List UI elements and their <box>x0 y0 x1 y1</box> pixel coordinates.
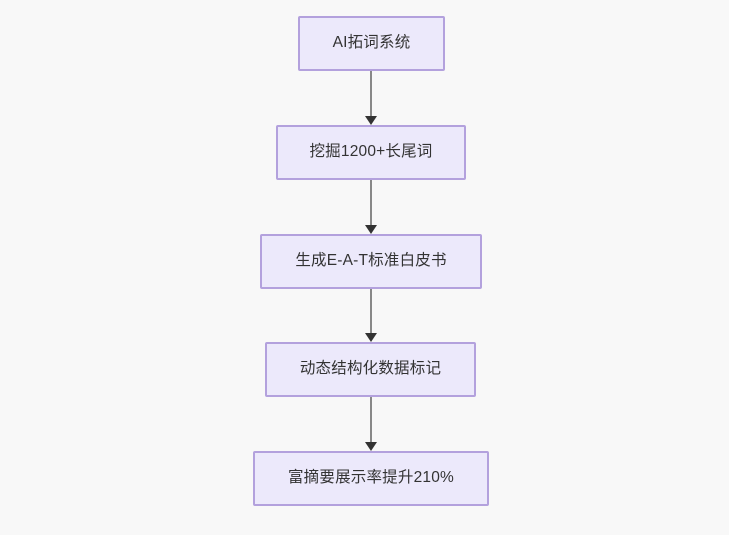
connector-shaft <box>370 397 372 443</box>
connector-shaft <box>370 289 372 334</box>
arrowhead-icon <box>365 225 377 234</box>
arrowhead-icon <box>365 116 377 125</box>
connector-node-1-to-node-2 <box>364 71 378 125</box>
arrowhead-icon <box>365 333 377 342</box>
flow-node-mine-longtail-keywords[interactable]: 挖掘1200+长尾词 <box>276 125 466 180</box>
flow-node-label: AI拓词系统 <box>332 34 411 52</box>
arrowhead-icon <box>365 442 377 451</box>
connector-node-4-to-node-5 <box>364 397 378 451</box>
flow-node-ai-keyword-system[interactable]: AI拓词系统 <box>298 16 445 71</box>
connector-node-2-to-node-3 <box>364 180 378 234</box>
connector-shaft <box>370 71 372 117</box>
connector-shaft <box>370 180 372 226</box>
connector-node-3-to-node-4 <box>364 289 378 342</box>
flow-node-label: 富摘要展示率提升210% <box>287 469 455 487</box>
flow-node-label: 生成E-A-T标准白皮书 <box>295 252 447 270</box>
flow-node-dynamic-structured-data-markup[interactable]: 动态结构化数据标记 <box>265 342 476 397</box>
flow-node-generate-eat-whitepaper[interactable]: 生成E-A-T标准白皮书 <box>260 234 482 289</box>
flow-node-label: 挖掘1200+长尾词 <box>309 143 433 161</box>
flow-node-rich-snippet-rate-increase[interactable]: 富摘要展示率提升210% <box>253 451 489 506</box>
flow-node-label: 动态结构化数据标记 <box>299 360 442 378</box>
